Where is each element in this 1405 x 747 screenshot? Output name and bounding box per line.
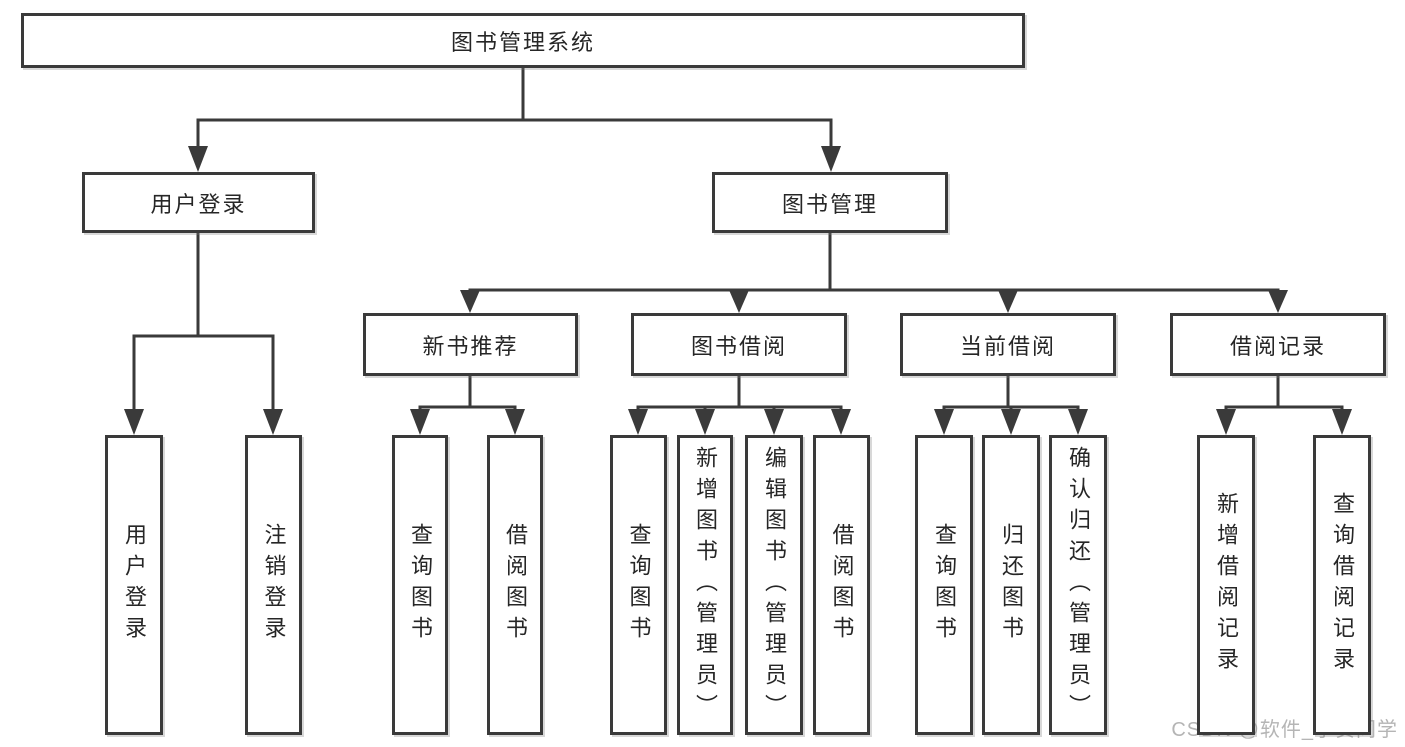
- arrow-down-icon: [460, 290, 480, 313]
- connector-borrow-record: [1216, 374, 1352, 435]
- arrow-down-icon: [188, 146, 208, 172]
- node-leaf-cb-confirm: 确认归还（管理员）: [1049, 435, 1107, 735]
- arrow-down-icon: [831, 409, 851, 435]
- connector-current-borrow-line: [942, 374, 1080, 415]
- connector-current-borrow: [934, 374, 1088, 435]
- connector-book-mgmt-line: [468, 231, 1280, 296]
- arrow-down-icon: [1268, 290, 1288, 313]
- arrow-down-icon: [1001, 409, 1021, 435]
- arrow-down-icon: [1068, 409, 1088, 435]
- arrow-down-icon: [124, 409, 144, 435]
- arrow-down-icon: [1216, 409, 1236, 435]
- node-leaf-rec-borrow: 借阅图书: [487, 435, 543, 735]
- arrow-down-icon: [764, 409, 784, 435]
- arrow-down-icon: [729, 290, 749, 313]
- connector-user-login: [124, 231, 283, 435]
- node-leaf-bb-query: 查询图书: [610, 435, 667, 735]
- arrow-down-icon: [410, 409, 430, 435]
- node-leaf-user-login: 用户登录: [105, 435, 163, 735]
- connector-user-login-line: [132, 231, 275, 415]
- node-book-borrow: 图书借阅: [631, 313, 847, 376]
- arrow-down-icon: [1332, 409, 1352, 435]
- node-borrow-record: 借阅记录: [1170, 313, 1386, 376]
- node-leaf-bb-add: 新增图书（管理员）: [677, 435, 733, 735]
- node-user-login: 用户登录: [82, 172, 315, 233]
- arrow-down-icon: [998, 290, 1018, 313]
- connector-borrow-record-line: [1224, 374, 1344, 415]
- node-leaf-bb-borrow: 借阅图书: [813, 435, 870, 735]
- node-leaf-cb-query: 查询图书: [915, 435, 973, 735]
- arrow-down-icon: [695, 409, 715, 435]
- node-book-mgmt: 图书管理: [712, 172, 948, 233]
- node-leaf-bb-edit: 编辑图书（管理员）: [745, 435, 803, 735]
- arrow-down-icon: [934, 409, 954, 435]
- node-leaf-br-add: 新增借阅记录: [1197, 435, 1255, 735]
- connector-new-book-rec: [410, 374, 525, 435]
- node-leaf-cb-return: 归还图书: [982, 435, 1040, 735]
- connector-root: [188, 66, 841, 172]
- arrow-down-icon: [821, 146, 841, 172]
- connector-new-book-rec-line: [418, 374, 517, 415]
- node-leaf-rec-query: 查询图书: [392, 435, 448, 735]
- connector-book-borrow-line: [636, 374, 843, 415]
- node-root: 图书管理系统: [21, 13, 1025, 68]
- connector-root-line: [196, 66, 833, 152]
- connector-book-mgmt: [460, 231, 1288, 313]
- node-leaf-br-query: 查询借阅记录: [1313, 435, 1371, 735]
- arrow-down-icon: [628, 409, 648, 435]
- arrow-down-icon: [263, 409, 283, 435]
- connector-book-borrow: [628, 374, 851, 435]
- node-leaf-logout: 注销登录: [245, 435, 302, 735]
- node-current-borrow: 当前借阅: [900, 313, 1116, 376]
- arrow-down-icon: [505, 409, 525, 435]
- node-new-book-rec: 新书推荐: [363, 313, 578, 376]
